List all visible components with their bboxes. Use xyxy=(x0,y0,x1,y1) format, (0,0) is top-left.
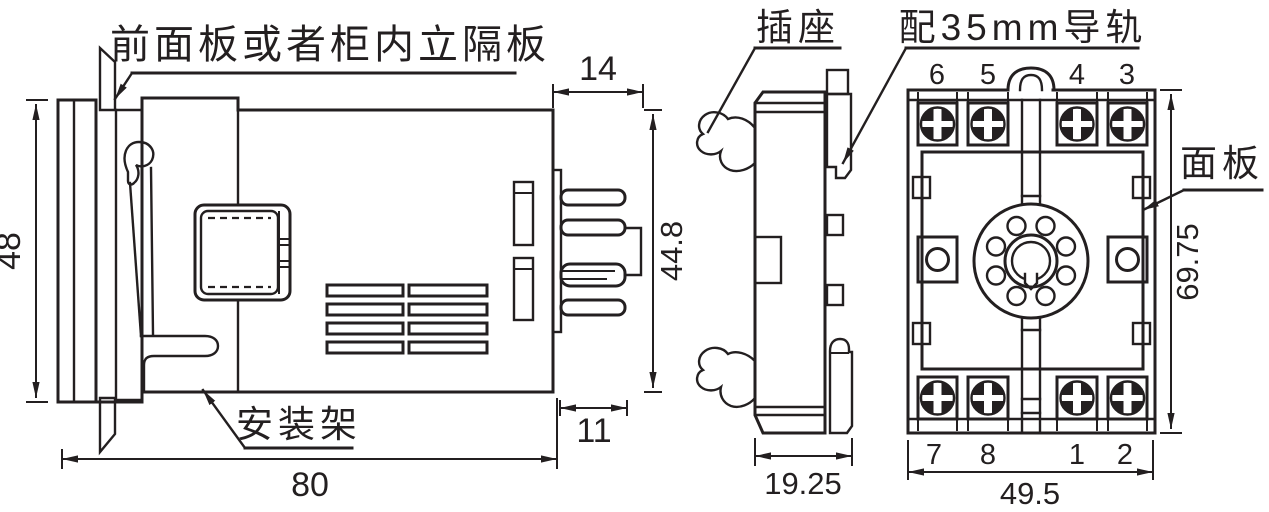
socket-side-view: 19.25 插座 xyxy=(695,7,854,501)
mounting-bracket-callout: 安装架 xyxy=(201,388,362,450)
din-rail-callout: 配35mm导轨 xyxy=(841,7,1148,165)
rail-clip-bottom xyxy=(695,346,757,409)
device-body xyxy=(140,96,555,394)
terminal-number: 7 xyxy=(926,439,942,471)
dim-rear-height-value: 44.8 xyxy=(654,221,689,281)
device-bezel xyxy=(56,98,98,404)
din-rail-bracket xyxy=(825,68,854,435)
socket-body xyxy=(753,90,827,435)
dim-socket-depth-value: 19.25 xyxy=(764,466,842,501)
socket-label: 插座 xyxy=(756,7,840,48)
terminal-number: 1 xyxy=(1069,439,1085,471)
vent-slots xyxy=(325,283,489,355)
socket-side-window xyxy=(753,235,783,285)
dim-device-height: 48 xyxy=(0,99,48,403)
mounting-bracket xyxy=(114,108,220,402)
din-tab-bump xyxy=(1006,66,1056,92)
terminal-number: 3 xyxy=(1119,59,1135,91)
terminal-screw xyxy=(1109,379,1146,417)
terminal-number: 2 xyxy=(1117,439,1133,471)
terminal-boxes xyxy=(916,101,1149,421)
socket-front-view: 6 5 4 3 7 8 1 2 49.5 69.75 配35mm导轨 xyxy=(841,7,1264,511)
terminal-numbers-top: 6 5 4 3 xyxy=(929,59,1135,91)
pin-plate xyxy=(551,168,563,334)
terminal-number: 4 xyxy=(1069,59,1085,91)
terminal-screw xyxy=(919,379,956,417)
side-slots xyxy=(911,175,1152,346)
terminal-screw xyxy=(1058,379,1096,417)
dim-pin-length-value: 11 xyxy=(576,412,611,450)
socket-inner-frame xyxy=(920,150,1145,371)
dim-socket-width: 49.5 xyxy=(907,440,1154,511)
terminal-numbers-bottom: 7 8 1 2 xyxy=(926,439,1133,471)
connector-pins xyxy=(559,188,643,317)
mounting-bracket-label: 安装架 xyxy=(236,404,362,445)
terminal-number: 8 xyxy=(980,439,996,471)
terminal-screw xyxy=(1058,105,1096,143)
rear-windows xyxy=(512,180,535,322)
dim-device-length: 80 xyxy=(61,398,558,504)
dim-bezel-depth-value: 14 xyxy=(579,50,617,88)
dim-bezel-depth: 14 xyxy=(552,50,644,108)
panel-label: 面板 xyxy=(1180,143,1264,184)
keyway-notch xyxy=(1023,272,1039,291)
terminal-number: 6 xyxy=(929,59,945,91)
center-channel xyxy=(1020,98,1042,435)
dim-socket-height-value: 69.75 xyxy=(1170,223,1205,301)
rail-clip-top xyxy=(695,111,757,173)
body-block xyxy=(193,203,292,302)
din-rail-label: 配35mm导轨 xyxy=(899,7,1148,48)
terminal-screw xyxy=(969,105,1007,143)
panel-hatch-bottom xyxy=(98,396,117,456)
dim-socket-height: 69.75 xyxy=(1160,89,1205,434)
terminal-screw xyxy=(1109,105,1146,143)
dim-pin-length: 11 xyxy=(559,400,628,450)
terminal-screw xyxy=(969,379,1007,417)
dim-rear-height: 44.8 xyxy=(644,109,689,393)
panel-callout: 面板 xyxy=(1141,143,1264,212)
device-side-view: 48 80 14 44.8 11 xyxy=(0,23,689,504)
front-panel-label: 前面板或者柜内立隔板 xyxy=(110,23,550,67)
dim-device-height-value: 48 xyxy=(0,232,28,270)
front-panel-callout: 前面板或者柜内立隔板 xyxy=(110,23,550,101)
din-tab-notch xyxy=(1018,73,1044,92)
dim-device-length-value: 80 xyxy=(291,466,329,504)
terminal-screw xyxy=(919,105,956,143)
pin-rosette xyxy=(972,202,1090,320)
dim-socket-depth: 19.25 xyxy=(754,438,853,501)
socket-callout: 插座 xyxy=(706,7,842,134)
dim-socket-width-value: 49.5 xyxy=(1000,476,1060,511)
mounting-bosses xyxy=(916,235,1149,284)
terminal-number: 5 xyxy=(980,59,996,91)
